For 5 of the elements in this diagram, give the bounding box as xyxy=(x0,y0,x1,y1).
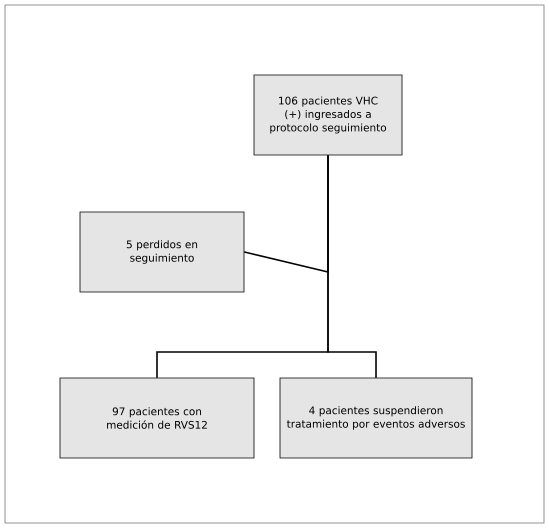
connector-line xyxy=(327,155,377,378)
process-box: 106 pacientes VHC (+) ingresados a protocolo seguimiento xyxy=(254,74,402,156)
process-box: 97 pacientes con medición de RVS12 xyxy=(60,378,254,458)
process-box: 5 perdidos en seguimiento xyxy=(80,212,244,292)
process-box: 4 pacientes suspendieron tratamiento por eventos adversos xyxy=(280,378,472,458)
